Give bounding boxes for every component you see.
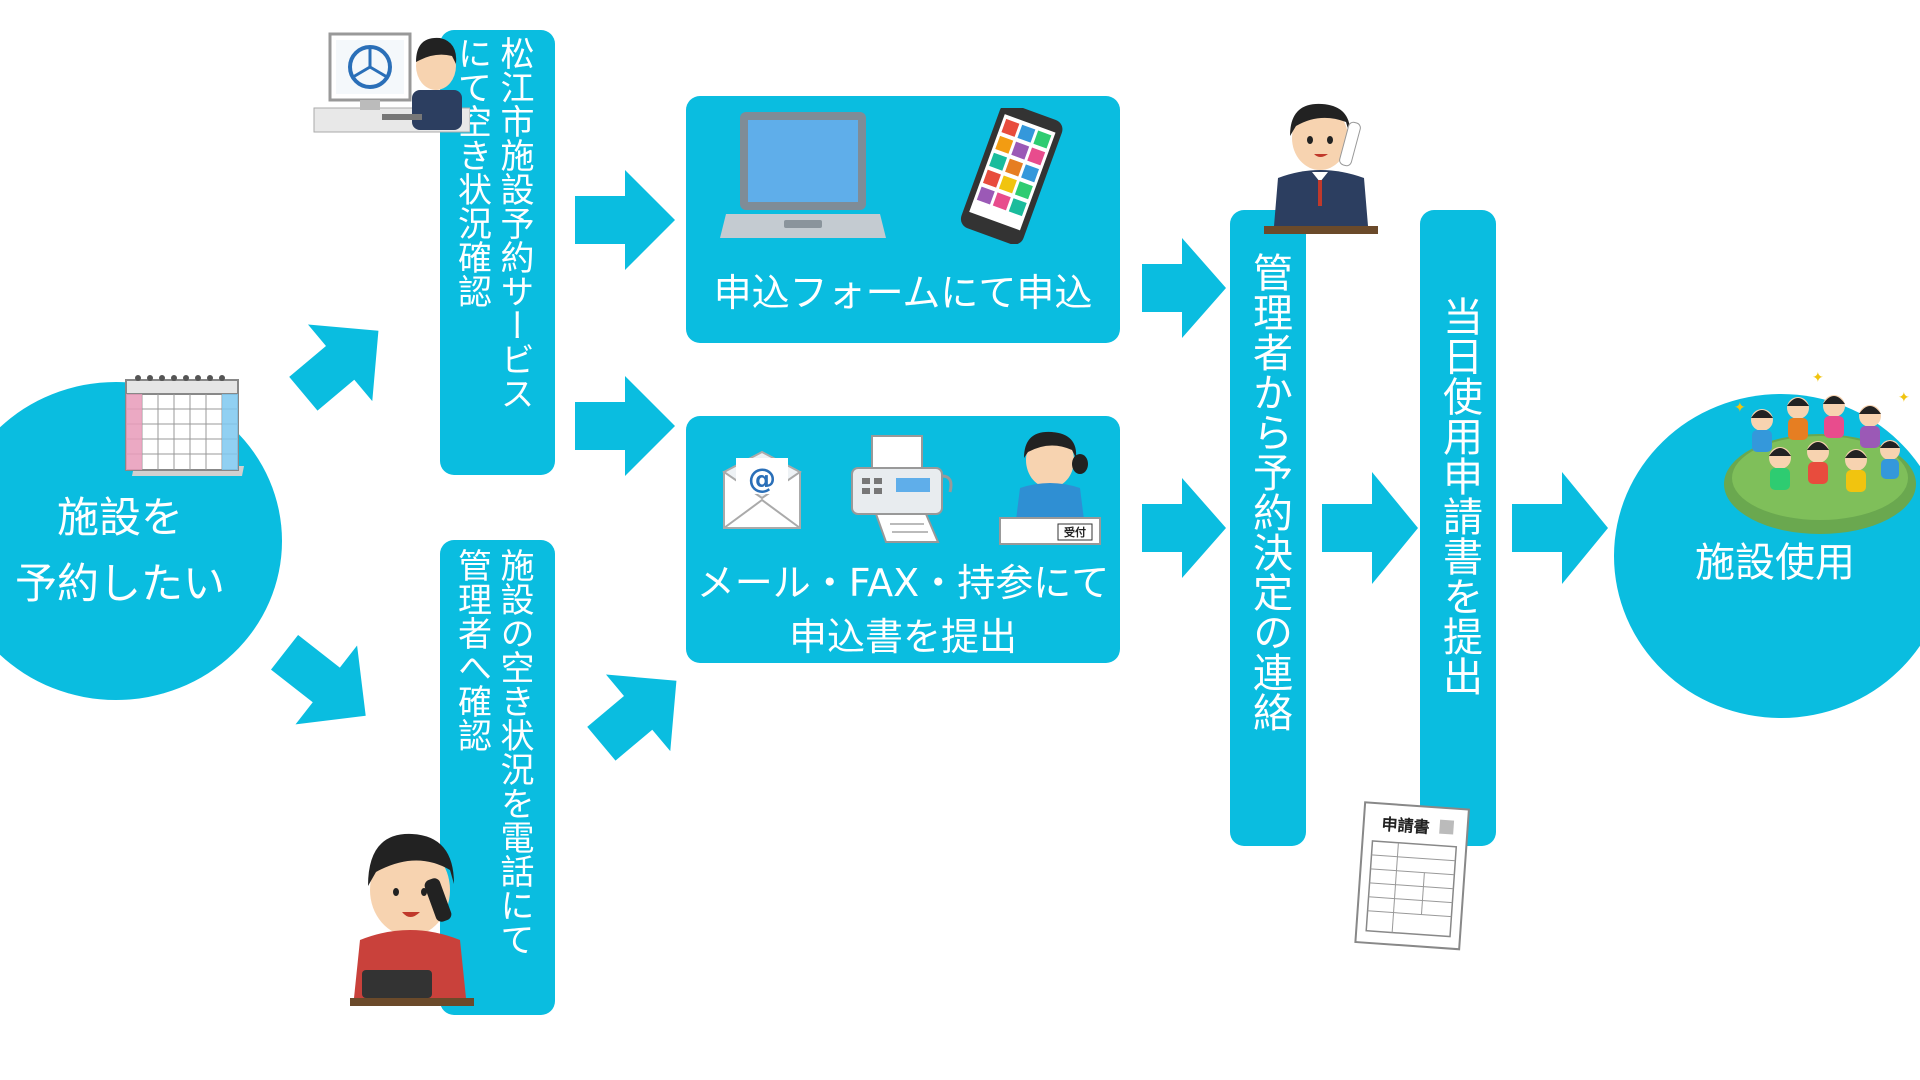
end-label: 施設使用 [1695, 540, 1855, 586]
paper-apply-line1: メール・FAX・持参にて [696, 561, 1110, 605]
computer-user-icon [313, 32, 470, 133]
arrow-paper-to-admin [1142, 478, 1226, 578]
phone-caller-icon [350, 833, 474, 1006]
svg-text:✦: ✦ [1812, 372, 1824, 386]
laptop-icon [720, 112, 886, 238]
arrow-online-to-paper [575, 376, 675, 476]
phone-check-box [440, 540, 555, 1015]
online-check-col1: 松江市施設予約サービス [494, 36, 534, 410]
paper-apply-line2: 申込書を提出 [788, 615, 1017, 659]
phone-manager-icon [1264, 103, 1378, 234]
phone-check-col2: 管理者へ確認 [451, 548, 492, 752]
phone-check-label: 施設の空き状況を電話にて 管理者へ確認 [450, 548, 535, 1008]
svg-text:@: @ [748, 462, 776, 495]
application-form-title: 申請書 [1381, 815, 1430, 837]
arrow-start-to-phone [270, 634, 366, 725]
form-apply-label: 申込フォームにて申込 [713, 271, 1093, 315]
online-check-label: 松江市施設予約サービス にて空き状況確認 [450, 36, 535, 466]
arrow-phone-to-paper [587, 674, 677, 761]
application-form-icon: 申請書 [1354, 801, 1470, 951]
arrow-form-to-admin [1142, 238, 1226, 338]
admin-contact-box [1230, 210, 1306, 846]
start-label: 施設を 予約したい [0, 485, 245, 617]
receptionist-icon: 受付 [999, 431, 1101, 545]
svg-text:✦: ✦ [1898, 390, 1910, 406]
reception-desk-sign: 受付 [1064, 525, 1086, 539]
arrow-start-to-online [289, 324, 379, 411]
start-label-line2: 予約したい [14, 559, 225, 608]
arrow-online-to-form [575, 170, 675, 270]
arrow-admin-to-dayof [1322, 472, 1418, 584]
phone-check-col1: 施設の空き状況を電話にて [494, 548, 534, 956]
calendar-icon [125, 375, 244, 476]
online-check-col2: にて空き状況確認 [451, 36, 492, 308]
arrow-dayof-to-end [1512, 472, 1608, 584]
svg-text:✦: ✦ [1734, 400, 1746, 416]
smartphone-icon [960, 108, 1063, 244]
day-of-box [1420, 210, 1496, 846]
children-playing-icon: ✦ ✦ ✦ [1724, 372, 1916, 534]
fax-icon [851, 435, 953, 543]
start-label-line1: 施設を [56, 493, 183, 542]
paper-apply-label: メール・FAX・持参にて 申込書を提出 [686, 556, 1120, 664]
email-icon: @ [722, 450, 802, 529]
day-of-label: 当日使用申請書を提出 [1436, 296, 1482, 696]
admin-contact-label: 管理者から予約決定の連絡 [1246, 252, 1292, 732]
